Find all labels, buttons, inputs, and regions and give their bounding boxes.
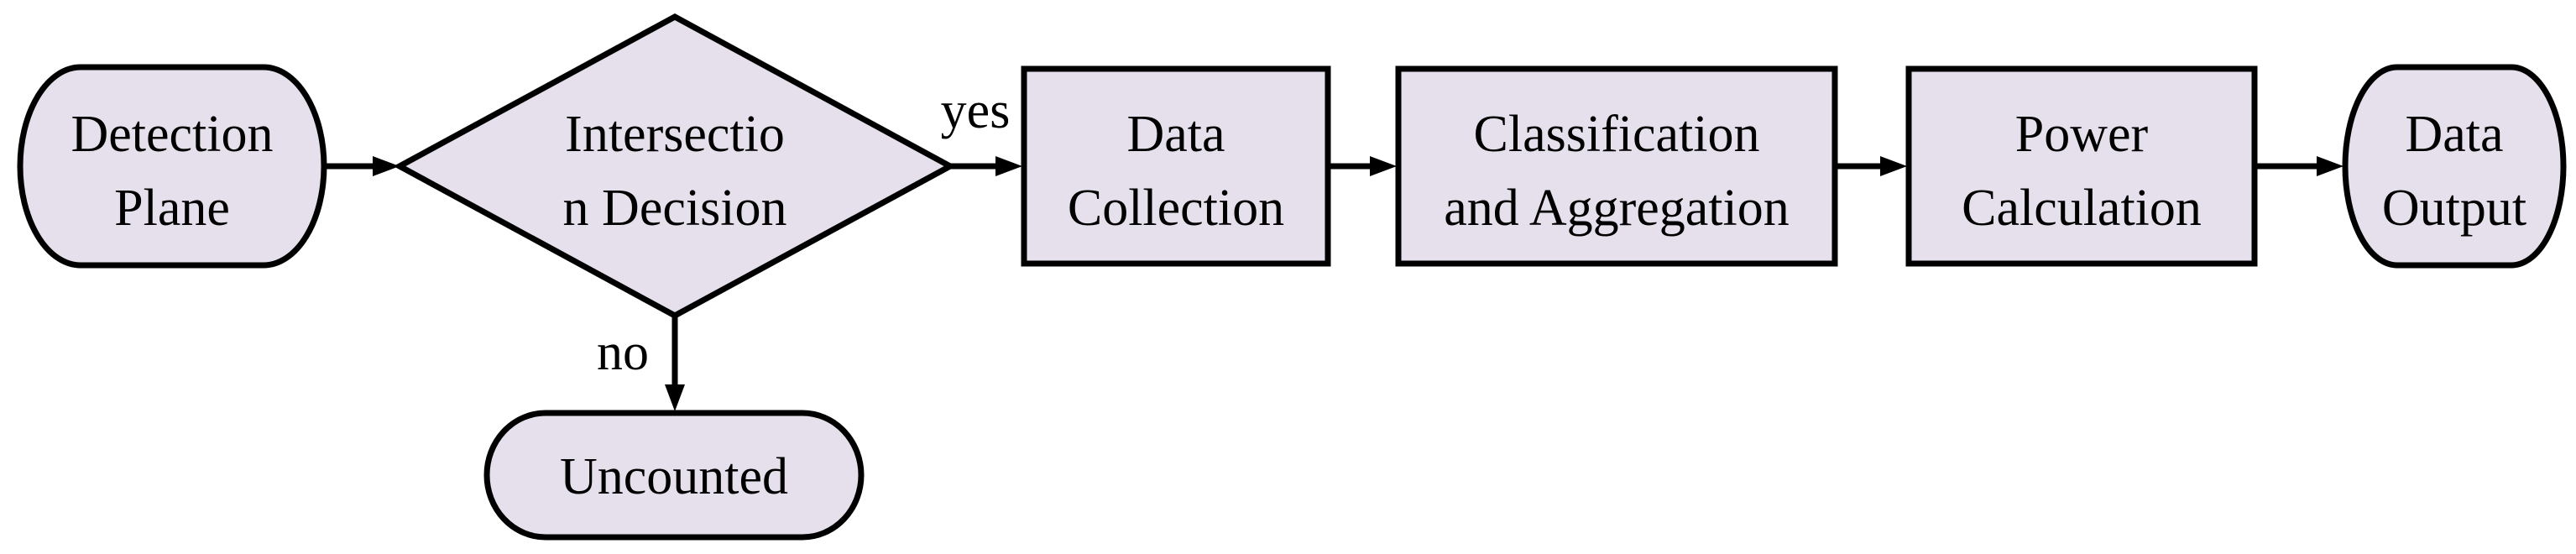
data-collection-shape	[1021, 65, 1331, 267]
arrowhead-detection-to-decision	[373, 156, 400, 176]
data-output-label-line1: Data	[2405, 106, 2503, 163]
classification-aggregation-label-line2: and Aggregation	[1444, 180, 1790, 237]
classification-aggregation-shape	[1395, 65, 1838, 267]
power-calculation-shape	[1905, 65, 2258, 267]
uncounted-shape	[483, 410, 865, 541]
classification-aggregation-label-line1: Classification	[1474, 106, 1760, 163]
arrowhead-power-to-output	[2317, 156, 2343, 176]
data-collection-label-line2: Collection	[1068, 180, 1284, 237]
power-calculation-label-line1: Power	[2015, 106, 2149, 163]
data-output-label-line2: Output	[2382, 180, 2526, 237]
node-data-output: Data Output	[2342, 64, 2567, 269]
intersection-decision-shape	[393, 13, 957, 319]
detection-plane-label-line2: Plane	[114, 180, 230, 237]
no-label: no	[597, 324, 649, 381]
arrowhead-decision-to-uncounted	[665, 384, 685, 411]
intersection-decision-label-line2: n Decision	[563, 180, 787, 237]
yes-label: yes	[941, 82, 1011, 139]
node-detection-plane: Detection Plane	[17, 64, 327, 269]
node-intersection-decision: Intersectio n Decision	[393, 13, 957, 319]
detection-plane-label-line1: Detection	[71, 106, 273, 163]
node-uncounted: Uncounted	[483, 410, 865, 541]
power-calculation-label-line2: Calculation	[1962, 180, 2202, 237]
node-data-collection: Data Collection	[1021, 65, 1331, 267]
node-classification-aggregation: Classification and Aggregation	[1395, 65, 1838, 267]
arrowhead-classification-to-power	[1880, 156, 1907, 176]
edges	[324, 156, 2343, 411]
uncounted-label: Uncounted	[560, 448, 788, 505]
data-collection-label-line1: Data	[1126, 106, 1225, 163]
arrowhead-decision-to-collection	[995, 156, 1022, 176]
data-output-shape	[2342, 64, 2567, 269]
intersection-decision-label-line1: Intersectio	[565, 106, 785, 163]
node-power-calculation: Power Calculation	[1905, 65, 2258, 267]
detection-plane-shape	[17, 64, 327, 269]
arrowhead-collection-to-classification	[1370, 156, 1397, 176]
